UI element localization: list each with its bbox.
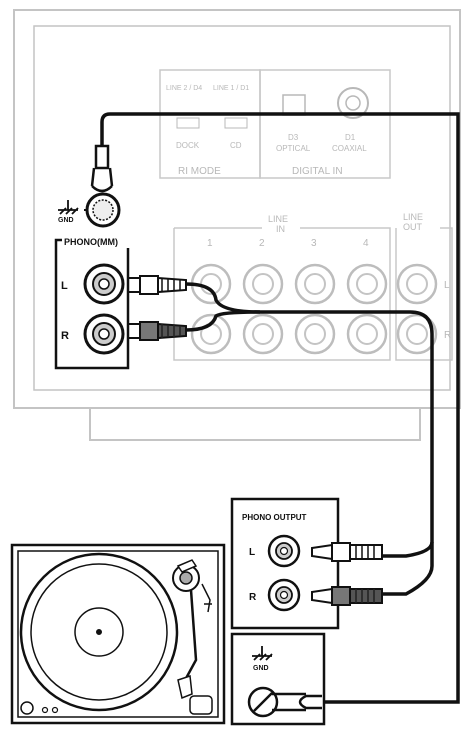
line-in-number-2: 2	[259, 238, 265, 249]
line-out-r-jack[interactable]	[396, 313, 438, 355]
ri-mode-panel: LINE 2 / D4 LINE 1 / D1 DOCK CD RI MODE	[159, 69, 261, 179]
turntable-gnd-label: GND	[253, 665, 269, 672]
receiver-phono-l-label: L	[61, 280, 68, 292]
turntable-gnd-panel: GND	[230, 632, 326, 726]
line-out-label-bottom: OUT	[403, 222, 423, 232]
line-in-2-r-jack[interactable]	[242, 313, 284, 355]
turntable	[10, 543, 226, 725]
line-in-3-l-jack[interactable]	[294, 263, 336, 305]
audio-cable-r	[185, 310, 261, 332]
digital-in-label: DIGITAL IN	[292, 166, 343, 177]
coaxial-sub-label: COAXIAL	[332, 144, 367, 153]
ri-dock-label: DOCK	[176, 141, 200, 150]
optical-label: D3	[288, 133, 299, 142]
line-in-3-r-jack[interactable]	[294, 313, 336, 355]
audio-cable-r-lower	[382, 542, 434, 596]
turntable-spade-lug	[272, 692, 322, 712]
line-in-number-3: 3	[311, 238, 317, 249]
phono-output-label: PHONO OUTPUT	[242, 513, 307, 522]
audio-cable-l	[185, 282, 434, 558]
receiver-phono-label: PHONO(MM)	[64, 237, 118, 247]
optical-port[interactable]	[282, 94, 306, 116]
coaxial-port[interactable]	[337, 87, 369, 119]
line-in-number-4: 4	[363, 238, 369, 249]
receiver-rear-panel	[13, 9, 461, 441]
ri-line2-label: LINE 2 / D4	[166, 85, 202, 92]
line-in-4-l-jack[interactable]	[346, 263, 388, 305]
phono-output-r-label: R	[249, 592, 257, 603]
line-in-label-bottom: IN	[276, 224, 285, 234]
line-in-number-1: 1	[207, 238, 213, 249]
digital-in-panel: D3 OPTICAL D1 COAXIAL DIGITAL IN	[259, 69, 391, 179]
line-out-panel: LINE OUT L R	[395, 212, 453, 361]
turntable-ground-icon	[252, 646, 273, 661]
ri-cd-label: CD	[230, 141, 242, 150]
receiver-phono-r-label: R	[61, 330, 69, 342]
ground-wire	[100, 112, 460, 704]
line-out-label-top: LINE	[403, 212, 423, 222]
receiver-ground-icon	[58, 200, 79, 215]
line-in-1-r-jack[interactable]	[190, 313, 232, 355]
receiver-gnd-terminal: GND	[58, 192, 121, 228]
rca-plug-l-turntable	[311, 542, 383, 562]
coaxial-label: D1	[345, 133, 356, 142]
rca-plug-l-receiver	[127, 275, 187, 295]
turntable-phono-output-panel: PHONO OUTPUT L R	[230, 497, 340, 630]
rca-plug-r-receiver	[127, 321, 187, 341]
rca-plug-r-turntable	[311, 586, 383, 606]
line-out-l-jack[interactable]	[396, 263, 438, 305]
receiver-gnd-label: GND	[58, 217, 74, 224]
ri-switch-right[interactable]	[224, 117, 248, 129]
line-in-panel: LINE IN 1 2 3 4	[173, 214, 391, 361]
optical-sub-label: OPTICAL	[276, 144, 311, 153]
ri-line1-label: LINE 1 / D1	[213, 85, 249, 92]
line-in-4-r-jack[interactable]	[346, 313, 388, 355]
line-in-label-top: LINE	[268, 214, 288, 224]
line-out-r-label: R	[444, 330, 451, 341]
phono-output-l-label: L	[249, 547, 255, 558]
line-in-2-l-jack[interactable]	[242, 263, 284, 305]
receiver-spade-lug	[90, 144, 114, 193]
ri-switch-left[interactable]	[176, 117, 200, 129]
line-out-l-label: L	[444, 280, 450, 291]
tonearm	[172, 559, 212, 700]
ri-mode-label: RI MODE	[178, 166, 221, 177]
receiver-phono-panel: PHONO(MM) L R	[54, 234, 142, 370]
